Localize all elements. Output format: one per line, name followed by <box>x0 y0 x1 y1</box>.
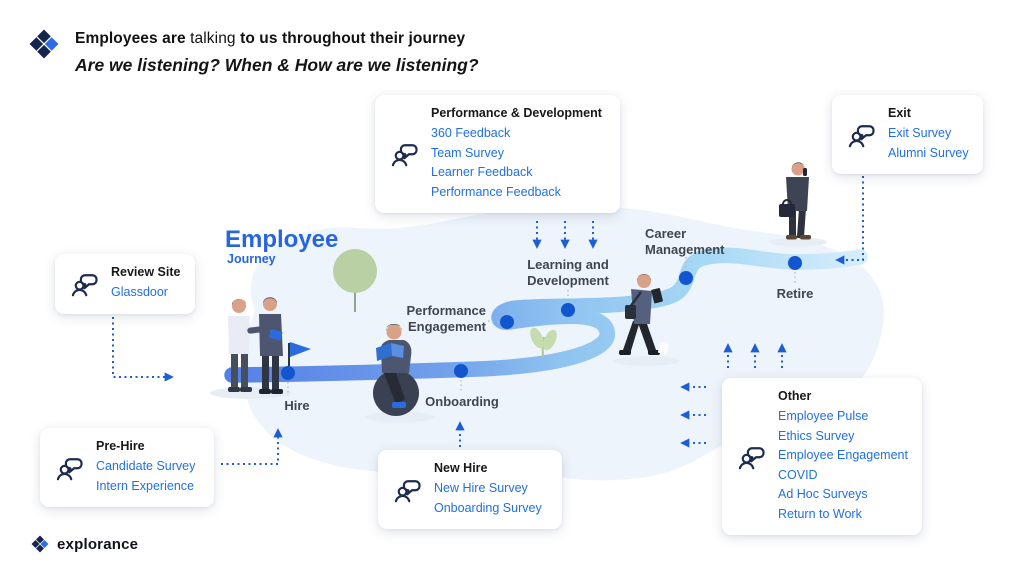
label-retire: Retire <box>777 286 814 301</box>
page-title: Employees are talking to us throughout t… <box>75 30 479 48</box>
label-hire: Hire <box>284 398 309 413</box>
card-new-hire: New Hire New Hire Survey Onboarding Surv… <box>378 450 562 529</box>
survey-link[interactable]: Employee Engagement <box>778 448 908 462</box>
feedback-chat-icon <box>390 139 420 169</box>
feedback-chat-icon <box>70 269 100 299</box>
survey-link[interactable]: Performance Feedback <box>431 184 561 199</box>
card-pre-hire: Pre-Hire Candidate Survey Intern Experie… <box>40 428 214 507</box>
footer: explorance <box>30 534 138 554</box>
survey-link[interactable]: Onboarding Survey <box>434 500 542 515</box>
sitting-reader-illustration <box>365 323 435 423</box>
survey-link[interactable]: Ad Hoc Surveys <box>778 487 868 501</box>
card-review-site: Review Site Glassdoor <box>55 254 195 314</box>
arrow-review-to-hire <box>112 317 174 382</box>
survey-link[interactable]: 360 Feedback <box>431 126 511 140</box>
flag-icon <box>288 342 311 372</box>
card-exit: Exit Exit Survey Alumni Survey <box>832 95 983 174</box>
card-other: Other Employee Pulse Ethics Survey Emplo… <box>722 378 922 535</box>
header: Employees are talking to us throughout t… <box>75 30 479 76</box>
card-title: New Hire <box>434 461 488 475</box>
connector-arrows <box>112 176 864 465</box>
survey-link[interactable]: Employee Pulse <box>778 409 869 423</box>
handshake-illustration <box>210 297 292 399</box>
label-performance-1: Performance <box>407 303 486 318</box>
survey-link[interactable]: Team Survey <box>431 145 504 160</box>
walking-person-illustration <box>613 274 679 366</box>
survey-link[interactable]: Return to Work <box>778 506 862 521</box>
survey-link[interactable]: COVID <box>778 467 818 482</box>
label-connectors <box>287 257 796 396</box>
explorance-logo-icon <box>27 27 61 61</box>
journey-subtitle: Journey <box>227 252 276 266</box>
brand-name: explorance <box>57 535 139 553</box>
label-onboarding: Onboarding <box>425 394 499 409</box>
survey-link[interactable]: Intern Experience <box>96 478 194 493</box>
card-title: Review Site <box>111 265 181 279</box>
feedback-chat-icon <box>737 442 767 472</box>
arrow-exit-to-retire <box>835 176 864 265</box>
plant-illustration <box>530 327 557 358</box>
survey-link[interactable]: Ethics Survey <box>778 428 855 443</box>
feedback-chat-icon <box>55 453 85 483</box>
dot-onboarding <box>454 364 468 378</box>
survey-link[interactable]: Glassdoor <box>111 285 168 299</box>
dot-career-management <box>679 271 693 285</box>
dot-retire <box>788 256 802 270</box>
retiree-illustration <box>769 162 827 247</box>
feedback-chat-icon <box>393 475 423 505</box>
label-learning-2: Development <box>527 273 609 288</box>
survey-link[interactable]: Candidate Survey <box>96 459 196 473</box>
card-performance-development: Performance & Development 360 Feedback T… <box>375 95 620 213</box>
title-part-bold: Employees are <box>75 30 186 47</box>
card-title: Exit <box>888 106 911 120</box>
dot-performance-engagement <box>500 315 514 329</box>
survey-link[interactable]: Learner Feedback <box>431 165 533 179</box>
label-career-1: Career <box>645 226 686 241</box>
dot-hire <box>281 366 295 380</box>
journey-path <box>224 247 868 383</box>
page-subtitle: Are we listening? When & How are we list… <box>75 55 479 75</box>
card-title: Pre-Hire <box>96 439 145 453</box>
label-learning-1: Learning and <box>527 257 609 272</box>
title-part-regular: talking <box>185 30 241 47</box>
tree-illustration <box>333 249 377 312</box>
feedback-chat-icon <box>847 120 877 150</box>
arrow-prehire-to-hire <box>221 428 283 465</box>
card-title: Other <box>778 389 812 403</box>
dot-learning-development <box>561 303 575 317</box>
survey-link[interactable]: New Hire Survey <box>434 481 528 495</box>
explorance-logo-icon <box>30 534 50 554</box>
survey-link[interactable]: Exit Survey <box>888 126 952 140</box>
label-career-2: Management <box>645 242 725 257</box>
title-part-bold: to us throughout their journey <box>240 30 466 47</box>
survey-link[interactable]: Alumni Survey <box>888 145 969 160</box>
card-title: Performance & Development <box>431 106 602 120</box>
journey-title: Employee <box>225 226 338 253</box>
milestone-dots <box>281 256 802 380</box>
label-performance-2: Engagement <box>408 319 487 334</box>
